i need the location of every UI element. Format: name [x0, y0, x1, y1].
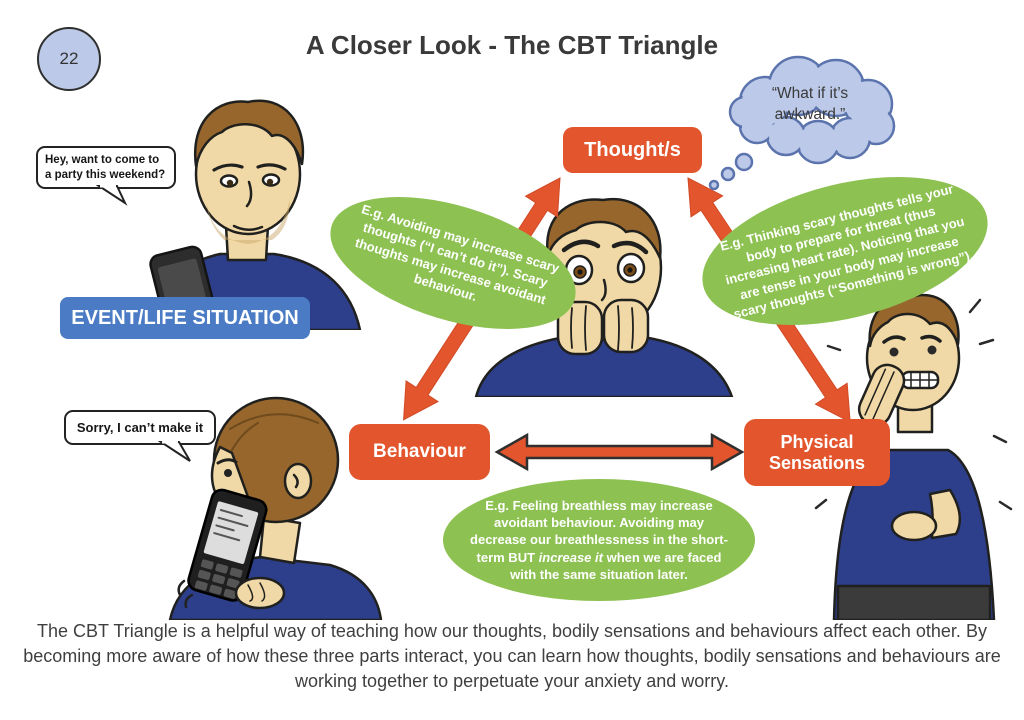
annotation-bottom-text: E.g. Feeling breathless may increase avo… — [465, 497, 733, 583]
arrow-behaviour-physical — [494, 432, 745, 472]
node-physical-sensations: Physical Sensations — [744, 419, 890, 486]
page-number: 22 — [59, 49, 79, 68]
speech-tail — [96, 185, 128, 207]
node-behaviour: Behaviour — [349, 424, 490, 480]
node-event-label: EVENT/LIFE SITUATION — [71, 306, 299, 329]
annotation-bottom-emphasis: increase it — [538, 549, 603, 565]
annotation-bottom-post: when we are faced with the same situatio… — [510, 549, 722, 582]
thought-cloud-text: “What if it’s awkward.” — [771, 85, 849, 123]
keypad-phone-illustration — [177, 488, 286, 610]
annotation-behaviour-physical: E.g. Feeling breathless may increase avo… — [443, 479, 755, 601]
page-number-badge: 22 — [37, 27, 101, 91]
figure-anxious-man — [814, 293, 1013, 620]
page-title: A Closer Look - The CBT Triangle — [305, 30, 719, 60]
speech-bubble-invite: Hey, want to come to a party this weeken… — [36, 146, 176, 207]
node-event-life-situation: EVENT/LIFE SITUATION — [60, 297, 310, 339]
thought-bubble-icon — [708, 55, 896, 191]
speech-tail — [158, 441, 191, 462]
speech-decline-text: Sorry, I can’t make it — [76, 420, 204, 435]
annotation-bottom-pre: E.g. Feeling breathless may increase avo… — [470, 498, 728, 565]
speech-invite-text: Hey, want to come to a party this weeken… — [45, 154, 166, 181]
node-thoughts: Thought/s — [563, 127, 702, 173]
speech-bubble-decline: Sorry, I can’t make it — [64, 410, 216, 462]
node-behaviour-label: Behaviour — [373, 441, 466, 463]
figure-replying-man — [168, 396, 383, 620]
node-thoughts-label: Thought/s — [584, 138, 681, 161]
thought-trail-dots — [708, 152, 754, 191]
footer-paragraph: The CBT Triangle is a helpful way of tea… — [23, 621, 1001, 691]
node-physical-sensations-label: Physical Sensations — [768, 432, 866, 473]
